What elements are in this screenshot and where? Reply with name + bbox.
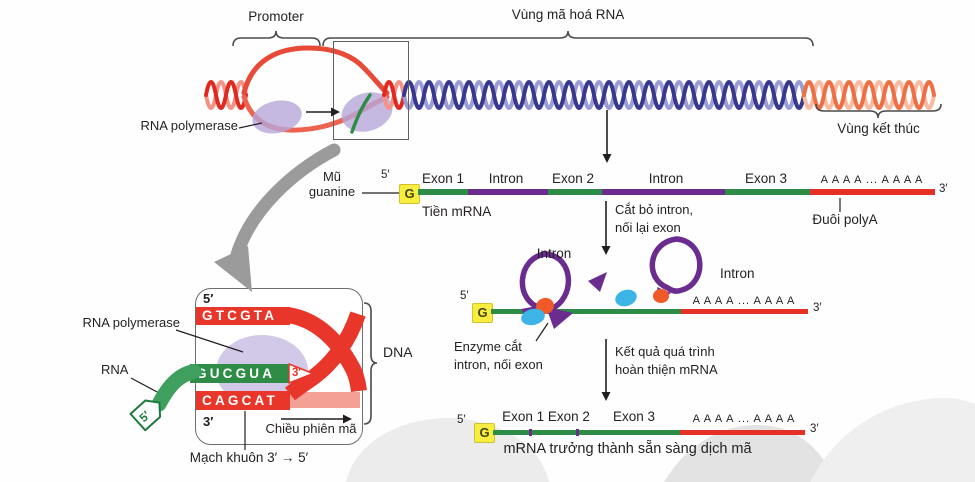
dna-label: DNA [383,344,413,360]
label-connectors [130,122,841,450]
dna-brace [363,302,378,425]
pre-mrna-exon1-segment [418,189,468,195]
enzyme-label-line2: intron, nối exon [454,357,543,372]
pre-intron1-label: Intron [488,171,524,186]
zoom-three-prime-bottom: 3′ [203,414,214,429]
dna-helix-coding [402,80,806,110]
maturation-step-label-line2: hoàn thiện mRNA [615,362,718,377]
intron-lariat-left [519,251,573,329]
maturation-step-label-line1: Kết quả quá trình [615,344,715,359]
terminator-brace [815,103,942,119]
mature-junction-tick-2 [576,429,579,436]
direction-label: Chiều phiên mã [265,421,357,436]
intron-left-label: Intron [536,246,572,261]
splice-exon-segment [491,309,681,314]
promoter-label: Promoter [248,9,304,24]
enzyme-fragment-blue [615,289,637,307]
splice-five-prime: 5′ [460,290,469,302]
nascent-rna-strand [350,93,372,134]
rna-ribbon [151,364,202,412]
arrowheads [331,107,612,424]
pre-exon1-label: Exon 1 [421,171,465,186]
template-strand-bar: CAGCAT [196,391,290,410]
polymerase-top-connector [238,122,263,129]
mature-cap-g: G [474,423,495,443]
dna-helix-promoter-right [382,80,406,110]
splice-polya-letters: A A A A ... A A A A [692,295,796,307]
intron-right-label: Intron [720,266,755,281]
polya-tail-label: Đuôi polyA [812,212,878,227]
pre-mrna-name: Tiền mRNA [422,204,492,219]
pre-mrna-exon3-segment [725,189,810,195]
mature-mrna-caption: mRNA trưởng thành sẵn sàng dịch mã [503,441,752,457]
coding-region-label: Vùng mã hoá RNA [511,7,625,22]
pre-exon3-label: Exon 3 [744,171,788,186]
dna-helix-terminator [802,80,936,110]
mature-three-prime: 3′ [810,423,819,435]
mature-polya-letters: A A A A ... A A A A [692,413,796,425]
terminator-label: Vùng kết thúc [837,121,920,136]
splice-enzyme-blue [521,308,545,326]
enzyme-connector [535,322,549,342]
rna-label: RNA [101,362,129,377]
focus-frame-box [333,41,409,140]
zoom-five-prime-top: 5′ [203,291,214,306]
mature-polya-segment [680,430,805,435]
rna-three-prime-tip [288,363,314,384]
mature-five-prime: 5′ [457,414,466,426]
guanine-cap-label: Mũ guanine [302,169,362,200]
enzyme-label-line1: Enzyme cắt [454,339,522,354]
rna-polymerase-blob-left [252,100,302,134]
pre-five-prime: 5′ [381,169,390,181]
coding-region-brace [322,30,814,47]
mature-exon3-label: Exon 3 [612,409,656,424]
pre-polya-letters: A A A A ... A A A A [820,174,924,186]
guanine-cap-line1: Mũ [322,169,342,184]
intron-lariat-right [649,236,703,303]
mature-exon-segment [493,430,680,435]
splice-polya-segment [681,309,808,314]
rna-polymerase-top-label: RNA polymerase [140,118,238,133]
polymerase-zoom-connector [175,329,244,353]
arrows [281,110,608,420]
pre-mrna-polya-segment [810,189,935,195]
zoom-rna-three-prime: 3′ [292,367,302,379]
pre-exon2-label: Exon 2 [551,171,595,186]
rna-five-prime-tag: 5′ [129,399,162,432]
rna-polymerase-zoom-label: RNA polymerase [82,315,180,330]
pre-mrna-intron2-segment [602,189,725,195]
template-strand-label: Mạch khuôn 3′ → 5′ [189,450,309,465]
coding-strand-bar: GTCGTA [196,307,290,325]
rna-strand-bar: GUCGUA [190,364,289,383]
promoter-brace [232,30,321,47]
pre-mrna-exon2-segment [548,189,602,195]
mature-exon12-label: Exon 1 Exon 2 [502,409,590,424]
pre-intron2-label: Intron [648,171,684,186]
rna-connector [130,377,160,394]
enzyme-fragment-orange [653,289,669,303]
dna-cross-ribbons [285,307,367,408]
pre-three-prime: 3′ [939,183,948,195]
splicing-step-label-line1: Cắt bỏ intron, [615,202,694,217]
guanine-cap-line2: guanine [308,183,356,199]
magnify-arrow [214,143,341,292]
intron-fragment-purple [588,272,607,292]
mature-junction-tick-1 [529,429,532,436]
dna-helix-promoter-left [204,80,248,110]
splice-three-prime: 3′ [813,302,822,314]
splicing-step-label-line2: nối lại exon [615,220,681,235]
braces [232,30,942,425]
pre-mrna-intron1-segment [468,189,548,195]
